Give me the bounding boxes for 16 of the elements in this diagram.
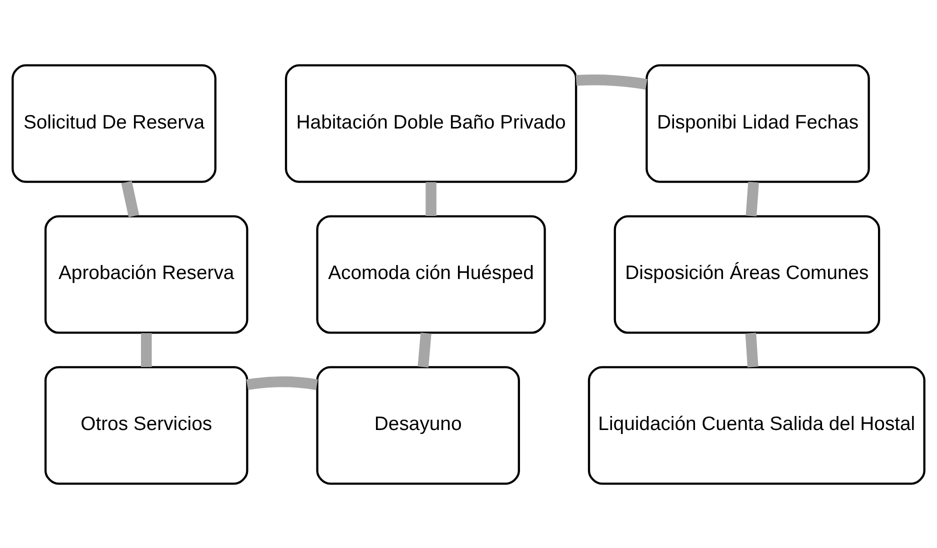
node-box: Otros Servicios (44, 366, 248, 484)
connector (426, 182, 436, 216)
connector (576, 74, 648, 90)
connector (246, 376, 318, 390)
node-box: Acomoda ción Huésped (316, 214, 546, 334)
connector (121, 180, 140, 217)
node-box: Liquidación Cuenta Salida del Hostal (588, 366, 926, 484)
connector (746, 181, 759, 216)
node-box: Aprobación Reserva (44, 214, 248, 334)
node-box: Solicitud De Reserva (12, 64, 216, 182)
connector (418, 332, 432, 367)
node-box: Disposición Áreas Comunes (614, 214, 880, 334)
node-box: Desayuno (316, 366, 520, 484)
connector (140, 332, 152, 366)
node-box: Habitación Doble Baño Privado (284, 64, 578, 182)
node-box: Disponibi Lidad Fechas (646, 64, 870, 182)
